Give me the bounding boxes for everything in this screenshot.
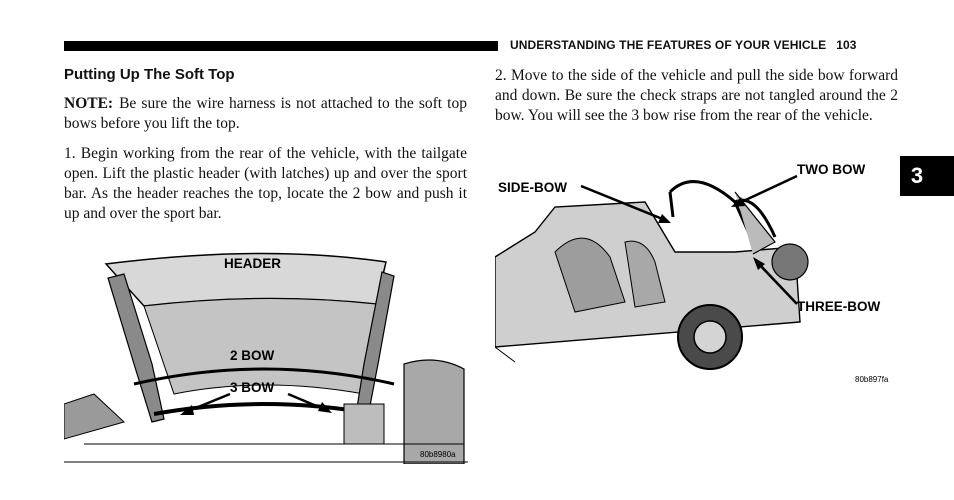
label-2-bow: 2 BOW bbox=[230, 348, 275, 363]
side-view-illustration: SIDE-BOW TWO BOW THREE-BOW 80b897fa bbox=[495, 162, 889, 384]
note-paragraph: NOTE:Be sure the wire harness is not att… bbox=[64, 94, 467, 134]
page-number: 103 bbox=[836, 38, 857, 52]
running-header: UNDERSTANDING THE FEATURES OF YOUR VEHIC… bbox=[510, 38, 857, 52]
figure-code: 80b8980a bbox=[420, 450, 456, 459]
label-header: HEADER bbox=[224, 256, 281, 271]
running-header-title: UNDERSTANDING THE FEATURES OF YOUR VEHIC… bbox=[510, 38, 827, 52]
figure-rear-view: HEADER 2 BOW 3 BOW 80b8980a bbox=[64, 244, 468, 464]
step-1-paragraph: 1. Begin working from the rear of the ve… bbox=[64, 145, 467, 222]
step-2-paragraph: 2. Move to the side of the vehicle and p… bbox=[495, 67, 898, 124]
chapter-tab: 3 bbox=[900, 156, 954, 196]
label-side-bow: SIDE-BOW bbox=[498, 180, 567, 195]
note-text: Be sure the wire harness is not attached… bbox=[64, 95, 467, 132]
figure-side-view: SIDE-BOW TWO BOW THREE-BOW 80b897fa bbox=[495, 162, 900, 392]
right-column: 2. Move to the side of the vehicle and p… bbox=[495, 66, 898, 136]
rear-view-illustration: HEADER 2 BOW 3 BOW 80b8980a bbox=[64, 252, 468, 464]
figure-code: 80b897fa bbox=[855, 375, 889, 384]
label-3-bow: 3 BOW bbox=[230, 380, 275, 395]
label-three-bow: THREE-BOW bbox=[797, 299, 880, 314]
left-column: Putting Up The Soft Top NOTE:Be sure the… bbox=[64, 66, 467, 234]
section-heading: Putting Up The Soft Top bbox=[64, 66, 235, 83]
note-label: NOTE: bbox=[64, 95, 114, 112]
header-rule bbox=[64, 41, 498, 51]
label-two-bow: TWO BOW bbox=[797, 162, 865, 177]
